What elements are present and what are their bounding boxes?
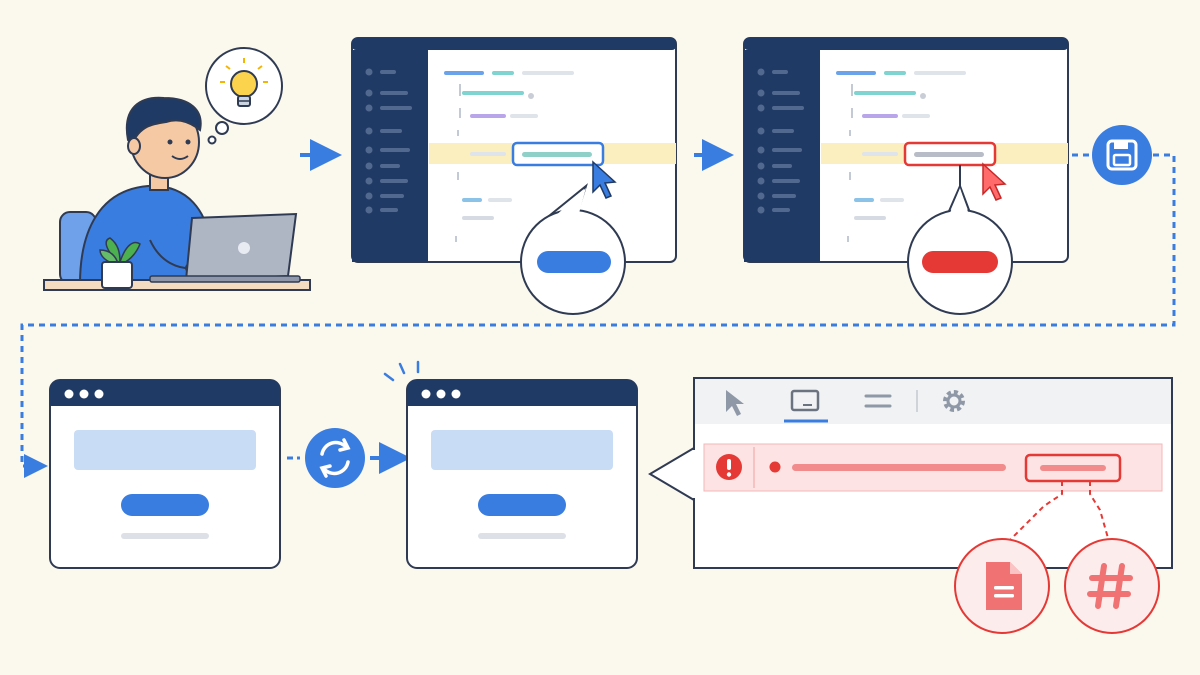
hash-icon bbox=[1087, 563, 1133, 609]
code-lines bbox=[444, 71, 574, 242]
editor-sidebar bbox=[365, 68, 412, 214]
magnifier-callout-blue bbox=[520, 183, 626, 315]
file-document-icon bbox=[986, 562, 1022, 610]
exclamation-circle-icon bbox=[716, 454, 742, 480]
save-step bbox=[1092, 125, 1152, 185]
reload-step bbox=[305, 428, 365, 488]
blue-button-preview bbox=[537, 251, 611, 273]
code-lines bbox=[836, 71, 966, 242]
tab-pointer[interactable] bbox=[726, 390, 744, 416]
magnifier-callout-red bbox=[907, 183, 1013, 315]
red-button-preview bbox=[922, 251, 998, 273]
browser-window-before bbox=[49, 379, 281, 569]
gear-icon[interactable] bbox=[943, 390, 965, 412]
refresh-icon bbox=[319, 438, 351, 478]
lightbulb-icon bbox=[220, 58, 268, 107]
thought-bubble bbox=[205, 47, 283, 145]
source-file-callout bbox=[954, 538, 1050, 634]
browser-window-after bbox=[383, 360, 638, 569]
mouse-pointer-icon bbox=[982, 162, 1007, 201]
editor-sidebar bbox=[757, 68, 804, 214]
potted-plant bbox=[99, 237, 141, 289]
code-editor-red bbox=[743, 37, 1069, 315]
floppy-disk-icon bbox=[1106, 139, 1138, 171]
flow-connector bbox=[20, 153, 1176, 478]
laptop bbox=[149, 212, 301, 283]
devtools-panel bbox=[648, 377, 1173, 569]
error-source-link[interactable] bbox=[1024, 453, 1122, 483]
tab-inspect[interactable] bbox=[784, 389, 828, 423]
developer-illustration bbox=[43, 47, 311, 291]
refresh-sparkle bbox=[383, 360, 420, 382]
page-button[interactable] bbox=[121, 494, 209, 516]
page-button[interactable] bbox=[478, 494, 566, 516]
mouse-pointer-icon bbox=[592, 160, 617, 199]
tab-console[interactable] bbox=[864, 394, 892, 408]
code-editor-blue bbox=[351, 37, 677, 315]
line-number-callout bbox=[1064, 538, 1160, 634]
